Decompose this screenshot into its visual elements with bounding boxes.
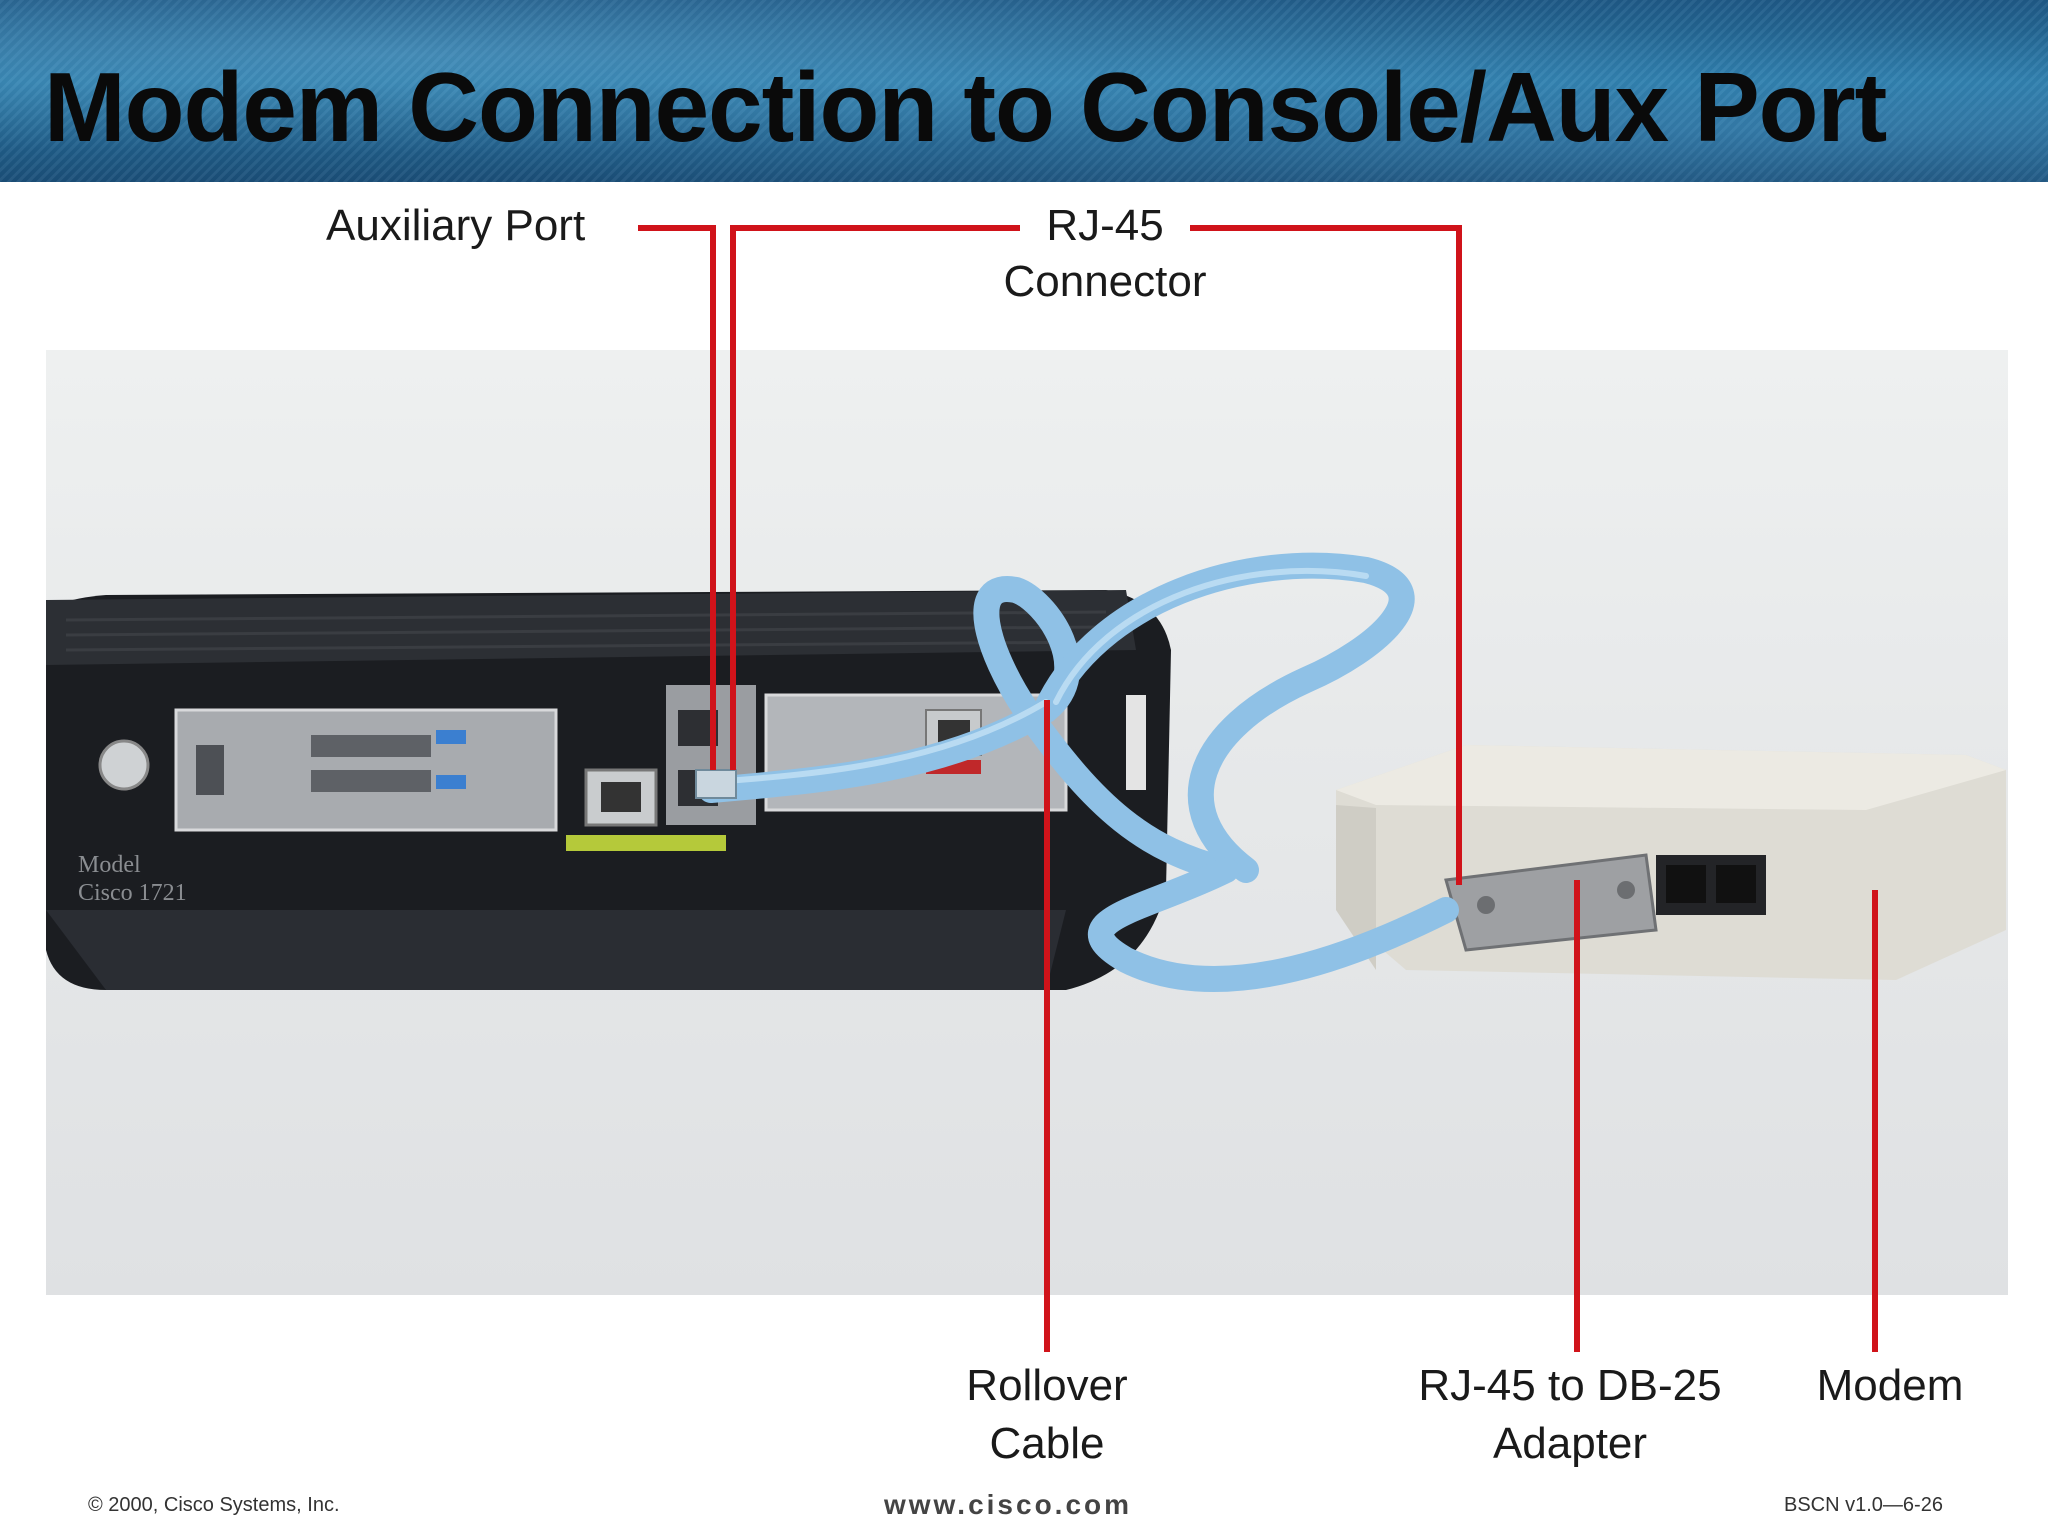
callout-line-modem [1872, 890, 1878, 1352]
rollover-cable [698, 552, 1459, 992]
label-adapter-line2: Adapter [1492, 1419, 1648, 1468]
modem-front [1336, 805, 1376, 970]
callout-line-rj45-left-horizontal [730, 225, 1020, 231]
power-switch [98, 739, 150, 791]
router-top-vents [46, 590, 1136, 665]
footer-url: www.cisco.com [884, 1489, 1133, 1520]
callout-line-rollover [1044, 700, 1050, 1352]
modem-top [1336, 745, 2006, 810]
label-adapter-line1: RJ-45 to DB-25 [1418, 1361, 1722, 1410]
rollover-cable-highlight [708, 567, 1369, 785]
rj45-plug [695, 769, 737, 799]
footer-copyright: © 2000, Cisco Systems, Inc. [88, 1494, 340, 1516]
label-rj45-connector-line1: RJ-45 [1046, 201, 1164, 250]
label-rollover-line1: Rollover [966, 1361, 1128, 1410]
router-model-line2: Cisco 1721 [78, 880, 187, 906]
router-vent-lines [65, 610, 1107, 652]
footer-slide-ref: BSCN v1.0—6-26 [1784, 1494, 1943, 1516]
callout-line-rj45-left-vertical [730, 225, 736, 770]
callout-line-aux-vertical [710, 225, 716, 770]
callout-line-aux-horizontal [638, 225, 716, 231]
db25-adapter [1444, 853, 1658, 952]
callout-line-adapter [1574, 880, 1580, 1352]
router-base [46, 910, 1066, 990]
label-rj45-connector-line2: Connector [1003, 257, 1207, 306]
equipment-illustration: Model Cisco 1721 [46, 552, 2006, 992]
router-model-line1: Model [78, 852, 141, 878]
callout-line-rj45-right-horizontal [1190, 225, 1462, 231]
slide-title: Modem Connection to Console/Aux Port [44, 52, 1887, 162]
equipment-photo: Model Cisco 1721 [46, 350, 2008, 1295]
title-banner [0, 0, 2048, 182]
callout-line-rj45-right-vertical [1456, 225, 1462, 885]
label-auxiliary-port: Auxiliary Port [326, 201, 586, 250]
router-sticker [1126, 695, 1146, 790]
label-modem: Modem [1816, 1361, 1964, 1410]
label-rollover-line2: Cable [989, 1419, 1105, 1468]
